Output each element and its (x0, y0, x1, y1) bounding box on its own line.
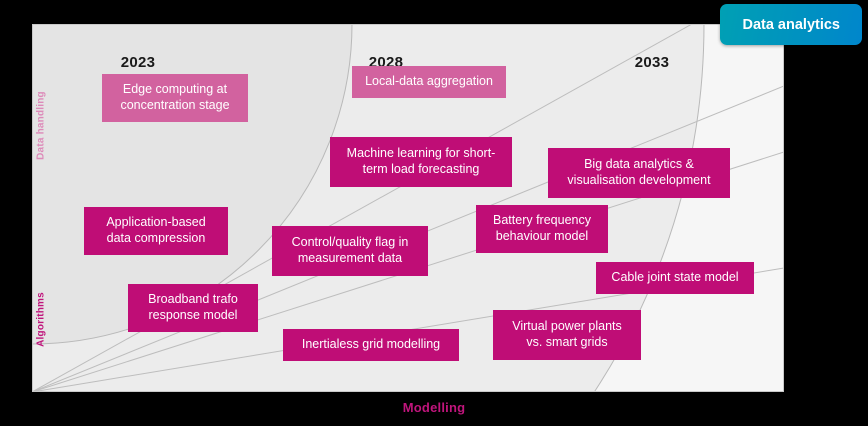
roadmap-item-label: Big data analytics & visualisation devel… (567, 157, 711, 187)
roadmap-item-label: Local-data aggregation (365, 74, 493, 89)
roadmap-item[interactable]: Virtual power plants vs. smart grids (493, 310, 641, 360)
roadmap-item-label: Inertialess grid modelling (301, 337, 441, 352)
axis-label-modelling: Modelling (402, 400, 466, 415)
plot-area: 2023 2028 2033 Edge computing at concent… (32, 24, 784, 392)
roadmap-item-label: Machine learning for short-term load for… (346, 146, 496, 176)
year-label-2033: 2033 (634, 54, 670, 71)
roadmap-item[interactable]: Battery frequency behaviour model (476, 205, 608, 253)
roadmap-item-label: Virtual power plants vs. smart grids (512, 319, 622, 349)
roadmap-item-label: Battery frequency behaviour model (493, 213, 591, 243)
roadmap-item[interactable]: Application-based data compression (84, 207, 228, 255)
category-badge-data-analytics[interactable]: Data analytics (720, 4, 862, 45)
roadmap-item[interactable]: Local-data aggregation (352, 66, 506, 98)
roadmap-item-label: Edge computing at concentration stage (120, 82, 230, 112)
axis-label-algorithms: Algorithms (35, 292, 47, 347)
roadmap-item-label: Control/quality flag in measurement data (291, 235, 409, 265)
roadmap-item-label: Broadband trafo response model (148, 292, 238, 322)
roadmap-item[interactable]: Edge computing at concentration stage (102, 74, 248, 122)
roadmap-item[interactable]: Machine learning for short-term load for… (330, 137, 512, 187)
year-label-2023: 2023 (120, 54, 156, 71)
roadmap-item-label: Cable joint state model (611, 270, 739, 285)
roadmap-item[interactable]: Broadband trafo response model (128, 284, 258, 332)
category-badge-label: Data analytics (742, 16, 840, 33)
roadmap-item-label: Application-based data compression (106, 215, 206, 245)
plot-border (32, 24, 784, 392)
roadmap-item[interactable]: Inertialess grid modelling (283, 329, 459, 361)
axis-label-data-handling: Data handling (35, 91, 47, 160)
roadmap-item[interactable]: Control/quality flag in measurement data (272, 226, 428, 276)
arc-divider-1 (32, 24, 353, 345)
roadmap-item[interactable]: Cable joint state model (596, 262, 754, 294)
roadmap-item[interactable]: Big data analytics & visualisation devel… (548, 148, 730, 198)
